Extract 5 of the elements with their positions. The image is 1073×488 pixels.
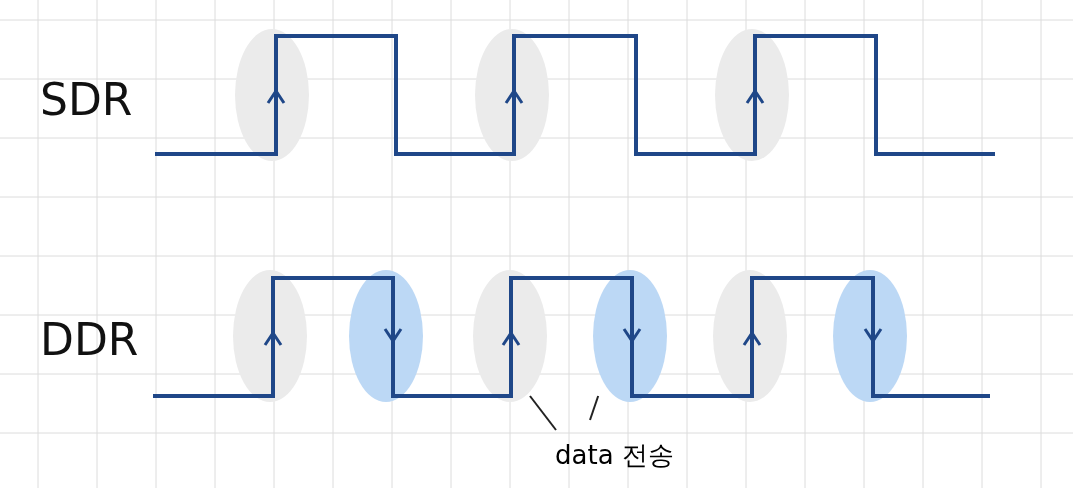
- signal-label: DDR: [40, 318, 139, 362]
- leader-line: [589, 395, 600, 421]
- signal-label: SDR: [40, 78, 133, 122]
- note-text: data 전송: [555, 440, 674, 470]
- leader-line: [529, 395, 557, 431]
